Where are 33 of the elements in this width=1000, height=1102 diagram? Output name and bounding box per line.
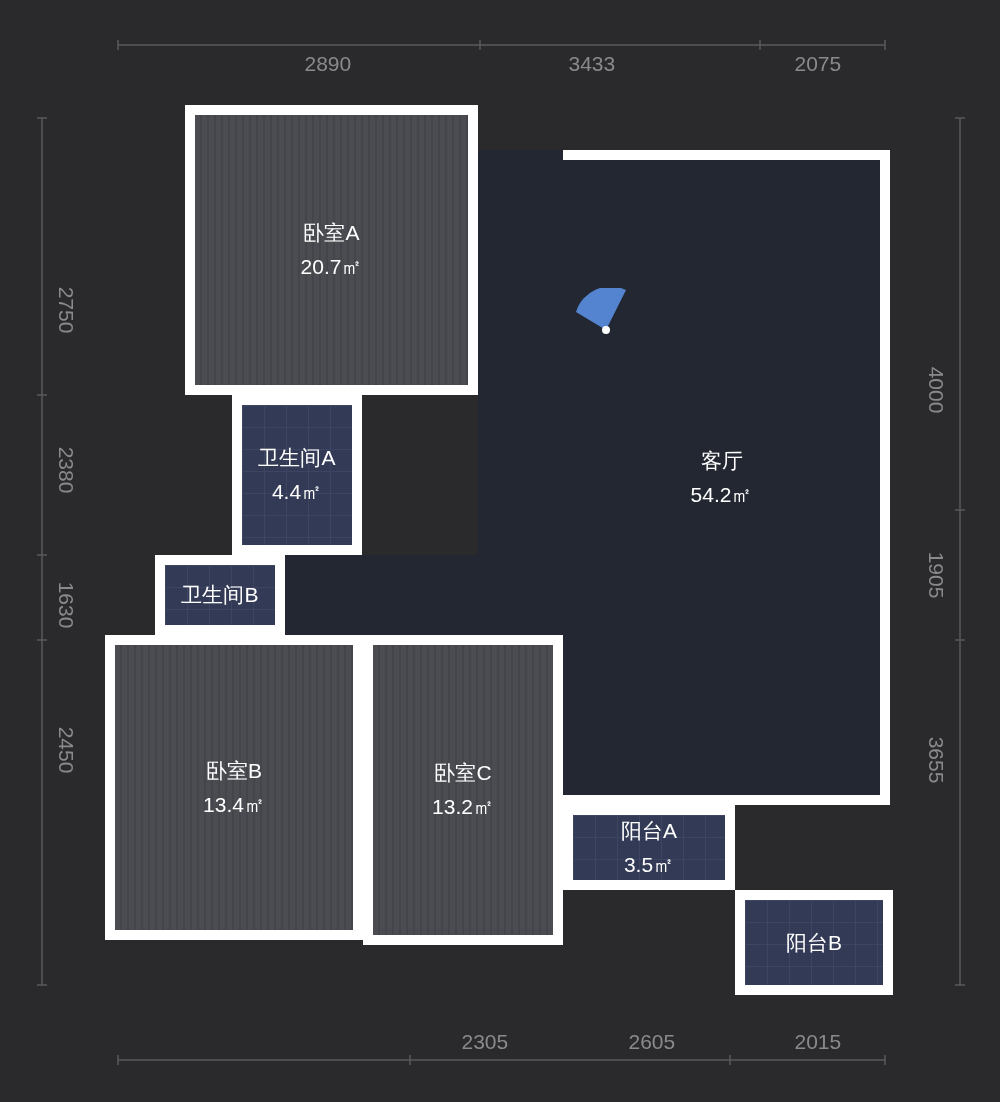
room-name: 卧室C	[434, 760, 492, 786]
dimension-label: 2015	[794, 1030, 842, 1054]
dimension-label: 2450	[53, 726, 78, 774]
dimension-label: 2750	[53, 286, 78, 334]
area-label: 3.5㎡	[623, 851, 675, 878]
room-name: 卧室B	[206, 757, 262, 784]
room-name: 卫生间B	[181, 582, 259, 608]
room-floor	[363, 635, 563, 945]
dimension-label: 1905	[923, 551, 948, 599]
dimension-label: 1630	[53, 581, 78, 629]
room-name: 阳台B	[786, 929, 842, 956]
dimension-label: 2075	[794, 52, 842, 76]
area-label: 54.2㎡	[690, 481, 753, 508]
room-name: 卧室A	[303, 220, 360, 246]
dimension-label: 2605	[628, 1030, 676, 1054]
dimension-label: 3655	[923, 736, 948, 784]
room-name: 阳台A	[621, 817, 677, 844]
room-name: 客厅	[700, 447, 743, 474]
area-label: 13.4㎡	[203, 791, 265, 818]
room-name: 卫生间A	[258, 445, 336, 471]
open-floor-area	[285, 555, 563, 635]
room-floor	[232, 395, 362, 555]
area-label: 4.4㎡	[271, 479, 323, 505]
dimension-label: 2890	[304, 52, 352, 76]
room-floor	[155, 555, 285, 635]
dimension-label: 4000	[923, 366, 948, 414]
dimension-label: 2380	[53, 446, 78, 494]
area-label: 20.7㎡	[300, 254, 363, 280]
room-floor	[735, 890, 893, 995]
dimension-label: 2305	[461, 1030, 509, 1054]
dimension-label: 3433	[568, 52, 616, 76]
room-floor	[185, 105, 478, 395]
area-label: 13.2㎡	[432, 794, 494, 820]
